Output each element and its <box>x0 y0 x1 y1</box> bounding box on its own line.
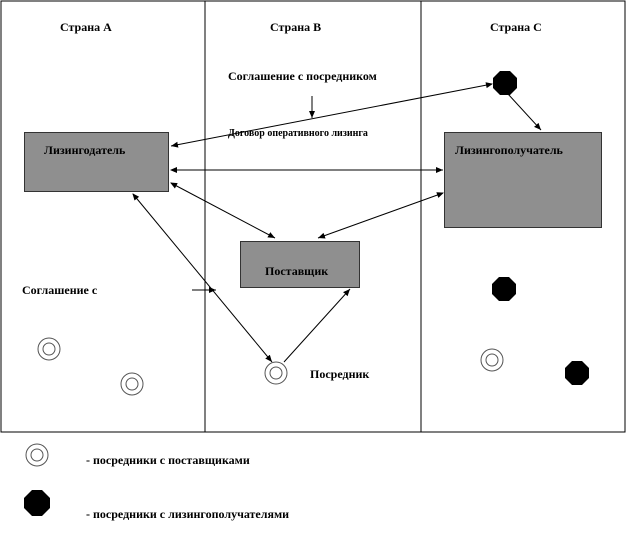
black-octagon-icon <box>24 490 50 516</box>
double-circle-icon <box>25 443 49 467</box>
double-circle-icon <box>120 372 144 396</box>
column-header-c: Страна С <box>490 20 542 34</box>
supplier-label: Поставщик <box>265 264 329 278</box>
double-circle-icon <box>37 337 61 361</box>
supplier-box: Поставщик <box>240 241 360 288</box>
black-octagon-icon <box>565 361 589 385</box>
arrow-lessor-intermediary <box>132 193 273 363</box>
arrow-intermediary-supplier <box>283 288 351 363</box>
outer-frame <box>0 0 626 433</box>
agreement-intermediary-label: Соглашение с посредником <box>228 69 377 83</box>
lessee-label: Лизингополучатель <box>455 143 563 157</box>
operating-lease-contract-label: Договор оперативного лизинга <box>228 128 368 139</box>
black-octagon-icon <box>492 277 516 301</box>
arrow-lessee-supplier <box>317 192 444 239</box>
agreement-partial-label: Соглашение с <box>22 283 98 297</box>
arrow-intermediary-lessor <box>170 82 493 148</box>
column-header-b: Страна В <box>270 20 322 34</box>
arrow-intermediary-lessee <box>507 93 542 131</box>
lessor-box: Лизингодатель <box>24 132 169 192</box>
black-octagon-icon <box>493 71 517 95</box>
intermediary-label: Посредник <box>310 367 370 381</box>
lessee-box: Лизингополучатель <box>444 132 602 228</box>
double-circle-icon <box>480 348 504 372</box>
lessor-label: Лизингодатель <box>44 143 126 157</box>
arrow-lessor-supplier <box>170 182 276 239</box>
legend-supplier-intermediaries: - посредники с поставщиками <box>86 453 250 467</box>
legend-lessee-intermediaries: - посредники с лизингополучателями <box>86 507 290 521</box>
double-circle-icon <box>264 361 288 385</box>
column-header-a: Страна А <box>60 20 112 34</box>
